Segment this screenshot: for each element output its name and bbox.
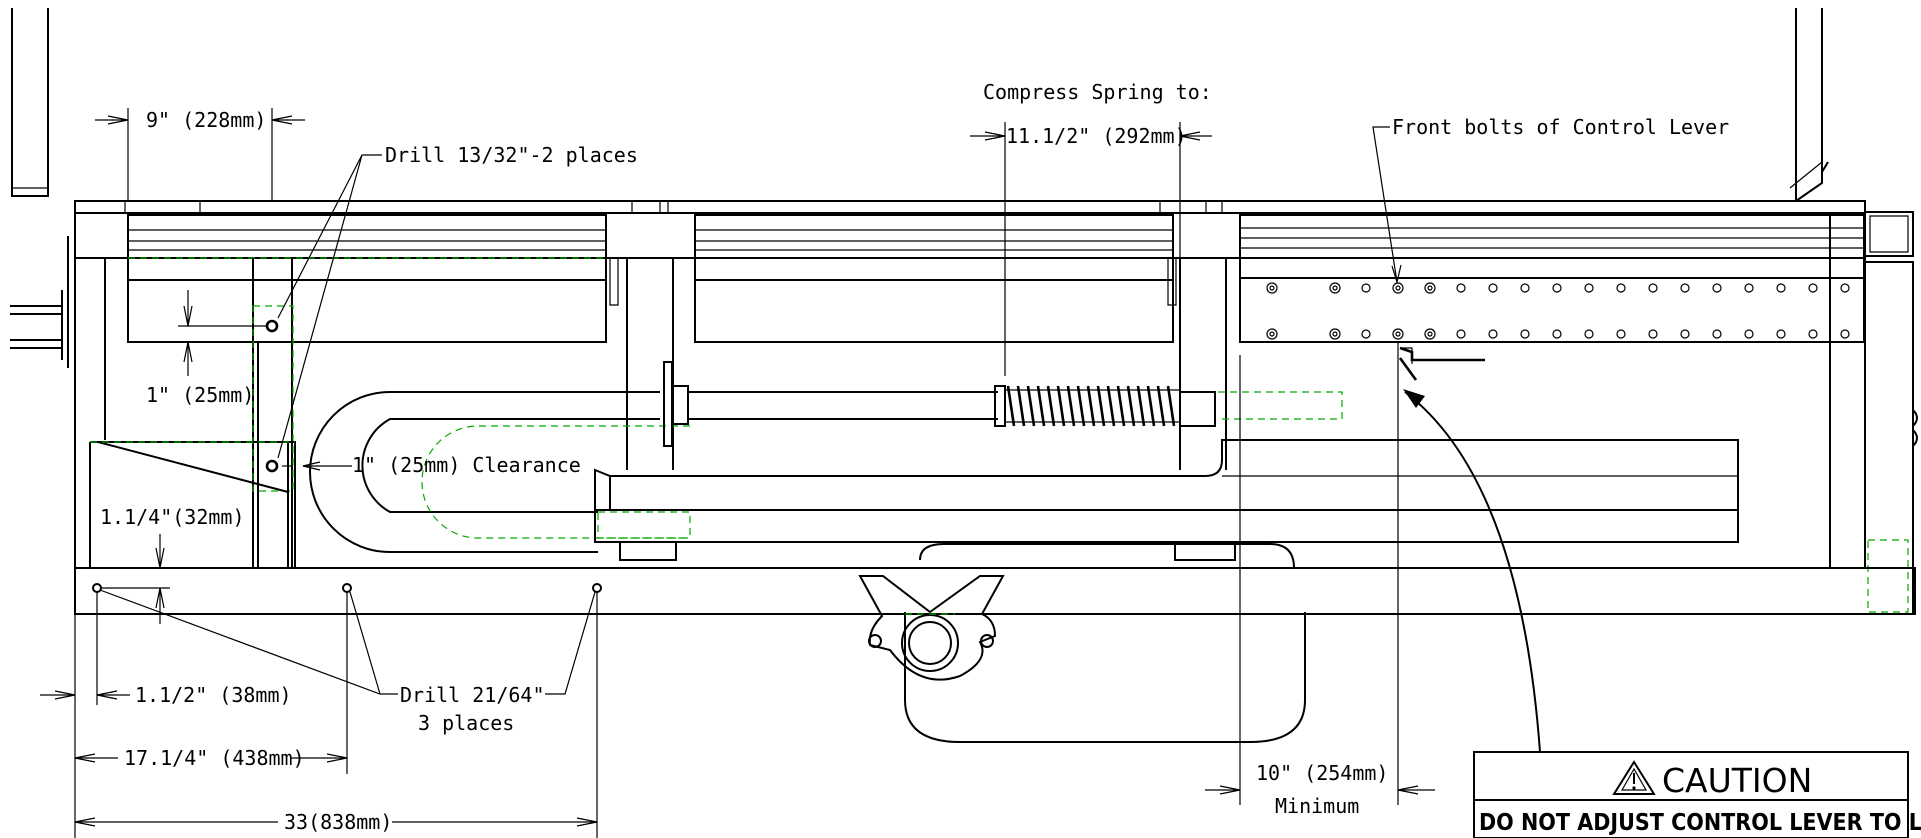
pivot-bracket: [858, 575, 1005, 681]
dim-clearance-text: 1" (25mm) Clearance: [352, 453, 581, 477]
base-rail: [74, 541, 1916, 615]
wedge-block: [89, 441, 296, 568]
dim-middle-hole: 17.1/4" (438mm): [74, 746, 348, 770]
dim-min-distance: 10" (254mm) Minimum: [1205, 342, 1435, 818]
dim-min-label-text: Minimum: [1275, 794, 1359, 818]
right-roller: [1239, 214, 1865, 343]
callout-front-bolts: Front bolts of Control Lever: [1372, 115, 1729, 285]
warning-icon: [1612, 760, 1656, 795]
dim-spring: Compress Spring to: 11.1/2" (292mm): [970, 80, 1212, 376]
dim-clearance: 1" (25mm) Clearance: [282, 453, 581, 477]
caution-label: CAUTION DO NOT ADJUST CONTROL LEVER TO L…: [1473, 751, 1921, 838]
dim-lower-height-text: 1.1/4"(32mm): [100, 505, 245, 529]
dim-overall-hole: 33(838mm): [74, 810, 598, 834]
middle-roller: [694, 214, 1174, 343]
dim-upper-height-text: 1" (25mm): [146, 383, 254, 407]
control-lever: [1398, 346, 1541, 753]
tank: [904, 543, 1306, 743]
callout-drill-upper: Drill 13/32"-2 places: [277, 143, 638, 459]
dim-top-width: 9" (228mm): [95, 108, 305, 200]
callout-drill-lower-text1: Drill 21/64": [400, 683, 545, 707]
caution-text: DO NOT ADJUST CONTROL LEVER TO LESS: [1479, 810, 1921, 836]
dim-hole-offset: 1.1/2" (38mm): [40, 683, 292, 707]
bolt-row-upper: [1266, 282, 1850, 294]
dim-hole-offset-text: 1.1/2" (38mm): [135, 683, 292, 707]
dim-upper-height: 1" (25mm): [146, 290, 268, 407]
left-upright-post: [11, 8, 49, 197]
compression-spring: [994, 385, 1180, 427]
callout-drill-upper-text: Drill 13/32"-2 places: [385, 143, 638, 167]
caution-title: CAUTION: [1662, 761, 1812, 800]
dim-lower-height: 1.1/4"(32mm): [100, 505, 245, 624]
left-roller: [127, 214, 607, 343]
support-brackets: [252, 258, 1227, 568]
dim-overall-hole-text: 33(838mm): [284, 810, 392, 834]
bolt-row-lower: [1266, 328, 1850, 340]
control-rod: [309, 361, 1343, 553]
callout-spring-text: Compress Spring to:: [983, 80, 1212, 104]
dim-min-distance-text: 10" (254mm): [1256, 761, 1388, 785]
callout-front-bolts-text: Front bolts of Control Lever: [1392, 115, 1729, 139]
dim-extension-lines: [74, 592, 598, 838]
dim-top-width-text: 9" (228mm): [146, 108, 266, 132]
main-frame: [10, 200, 1918, 615]
slide-beam: [594, 439, 1739, 543]
callout-drill-lower-text2: 3 places: [418, 711, 514, 735]
dim-middle-hole-text: 17.1/4" (438mm): [124, 746, 305, 770]
callout-drill-lower: Drill 21/64" 3 places: [99, 589, 596, 735]
dim-spring-text: 11.1/2" (292mm): [1006, 124, 1187, 148]
right-upright-post: [1789, 8, 1829, 202]
